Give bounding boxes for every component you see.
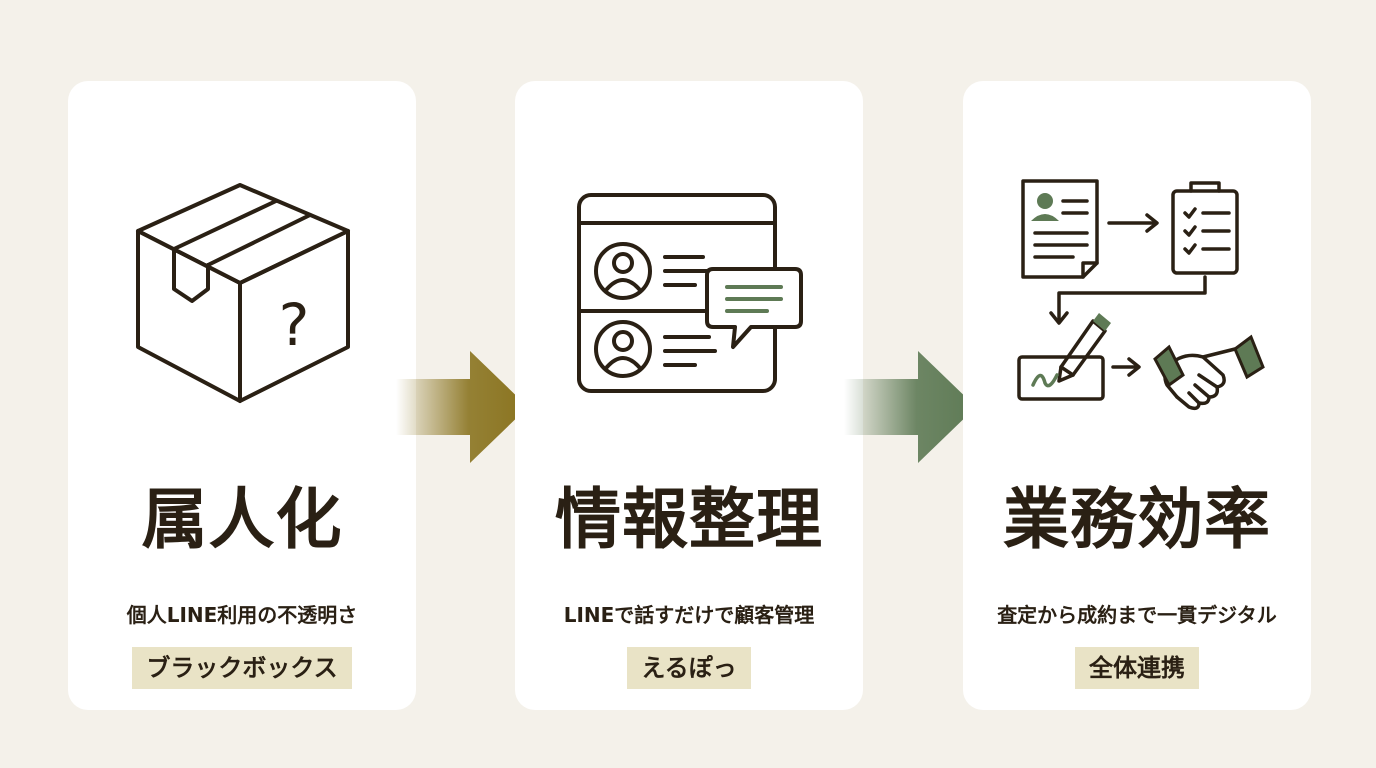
card-title: 情報整理 xyxy=(555,480,823,558)
card-badge-row: えるぽっ xyxy=(515,647,863,689)
card-1-icon-area: ? xyxy=(68,171,416,421)
customer-chat-window-icon xyxy=(577,193,803,393)
card-title: 業務効率 xyxy=(1003,480,1271,558)
workflow-icon xyxy=(1017,179,1265,411)
mystery-box-icon: ? xyxy=(136,183,350,403)
card-badge: 全体連携 xyxy=(1075,647,1199,689)
card-description: 個人LINE利用の不透明さ xyxy=(126,603,358,627)
card-badge-row: ブラックボックス xyxy=(68,647,416,689)
card-badge: えるぽっ xyxy=(627,647,751,689)
card-badge-row: 全体連携 xyxy=(963,647,1311,689)
card-info-organize: 情報整理 LINEで話すだけで顧客管理 えるぽっ xyxy=(515,81,863,710)
card-badge: ブラックボックス xyxy=(132,647,352,689)
card-title: 属人化 xyxy=(141,480,343,558)
card-description: LINEで話すだけで顧客管理 xyxy=(563,603,815,627)
arrow-right-icon xyxy=(396,351,528,463)
card-2-icon-area xyxy=(515,171,863,421)
card-workflow: 業務効率 査定から成約まで一貫デジタル 全体連携 xyxy=(963,81,1311,710)
card-description: 査定から成約まで一貫デジタル xyxy=(997,603,1277,627)
card-black-box: ? 属人化 個人LINE利用の不透明さ ブラックボックス xyxy=(68,81,416,710)
card-3-icon-area xyxy=(963,171,1311,421)
arrow-right-icon xyxy=(844,351,976,463)
question-mark-glyph: ? xyxy=(279,291,310,359)
